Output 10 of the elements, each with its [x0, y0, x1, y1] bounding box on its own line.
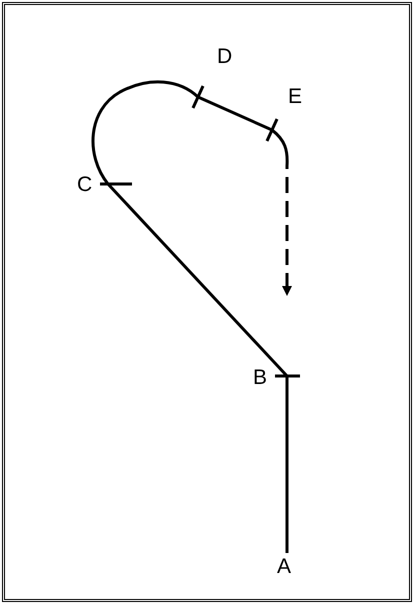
point-label: E — [288, 86, 302, 108]
point-label: B — [253, 367, 268, 389]
track-line — [197, 96, 273, 132]
point-label: D — [217, 46, 232, 68]
track-line — [92, 80, 199, 185]
point-label: C — [77, 174, 92, 196]
track-line — [286, 376, 288, 553]
point-label: A — [277, 556, 292, 578]
arrow — [271, 128, 292, 296]
track-line — [106, 182, 288, 378]
